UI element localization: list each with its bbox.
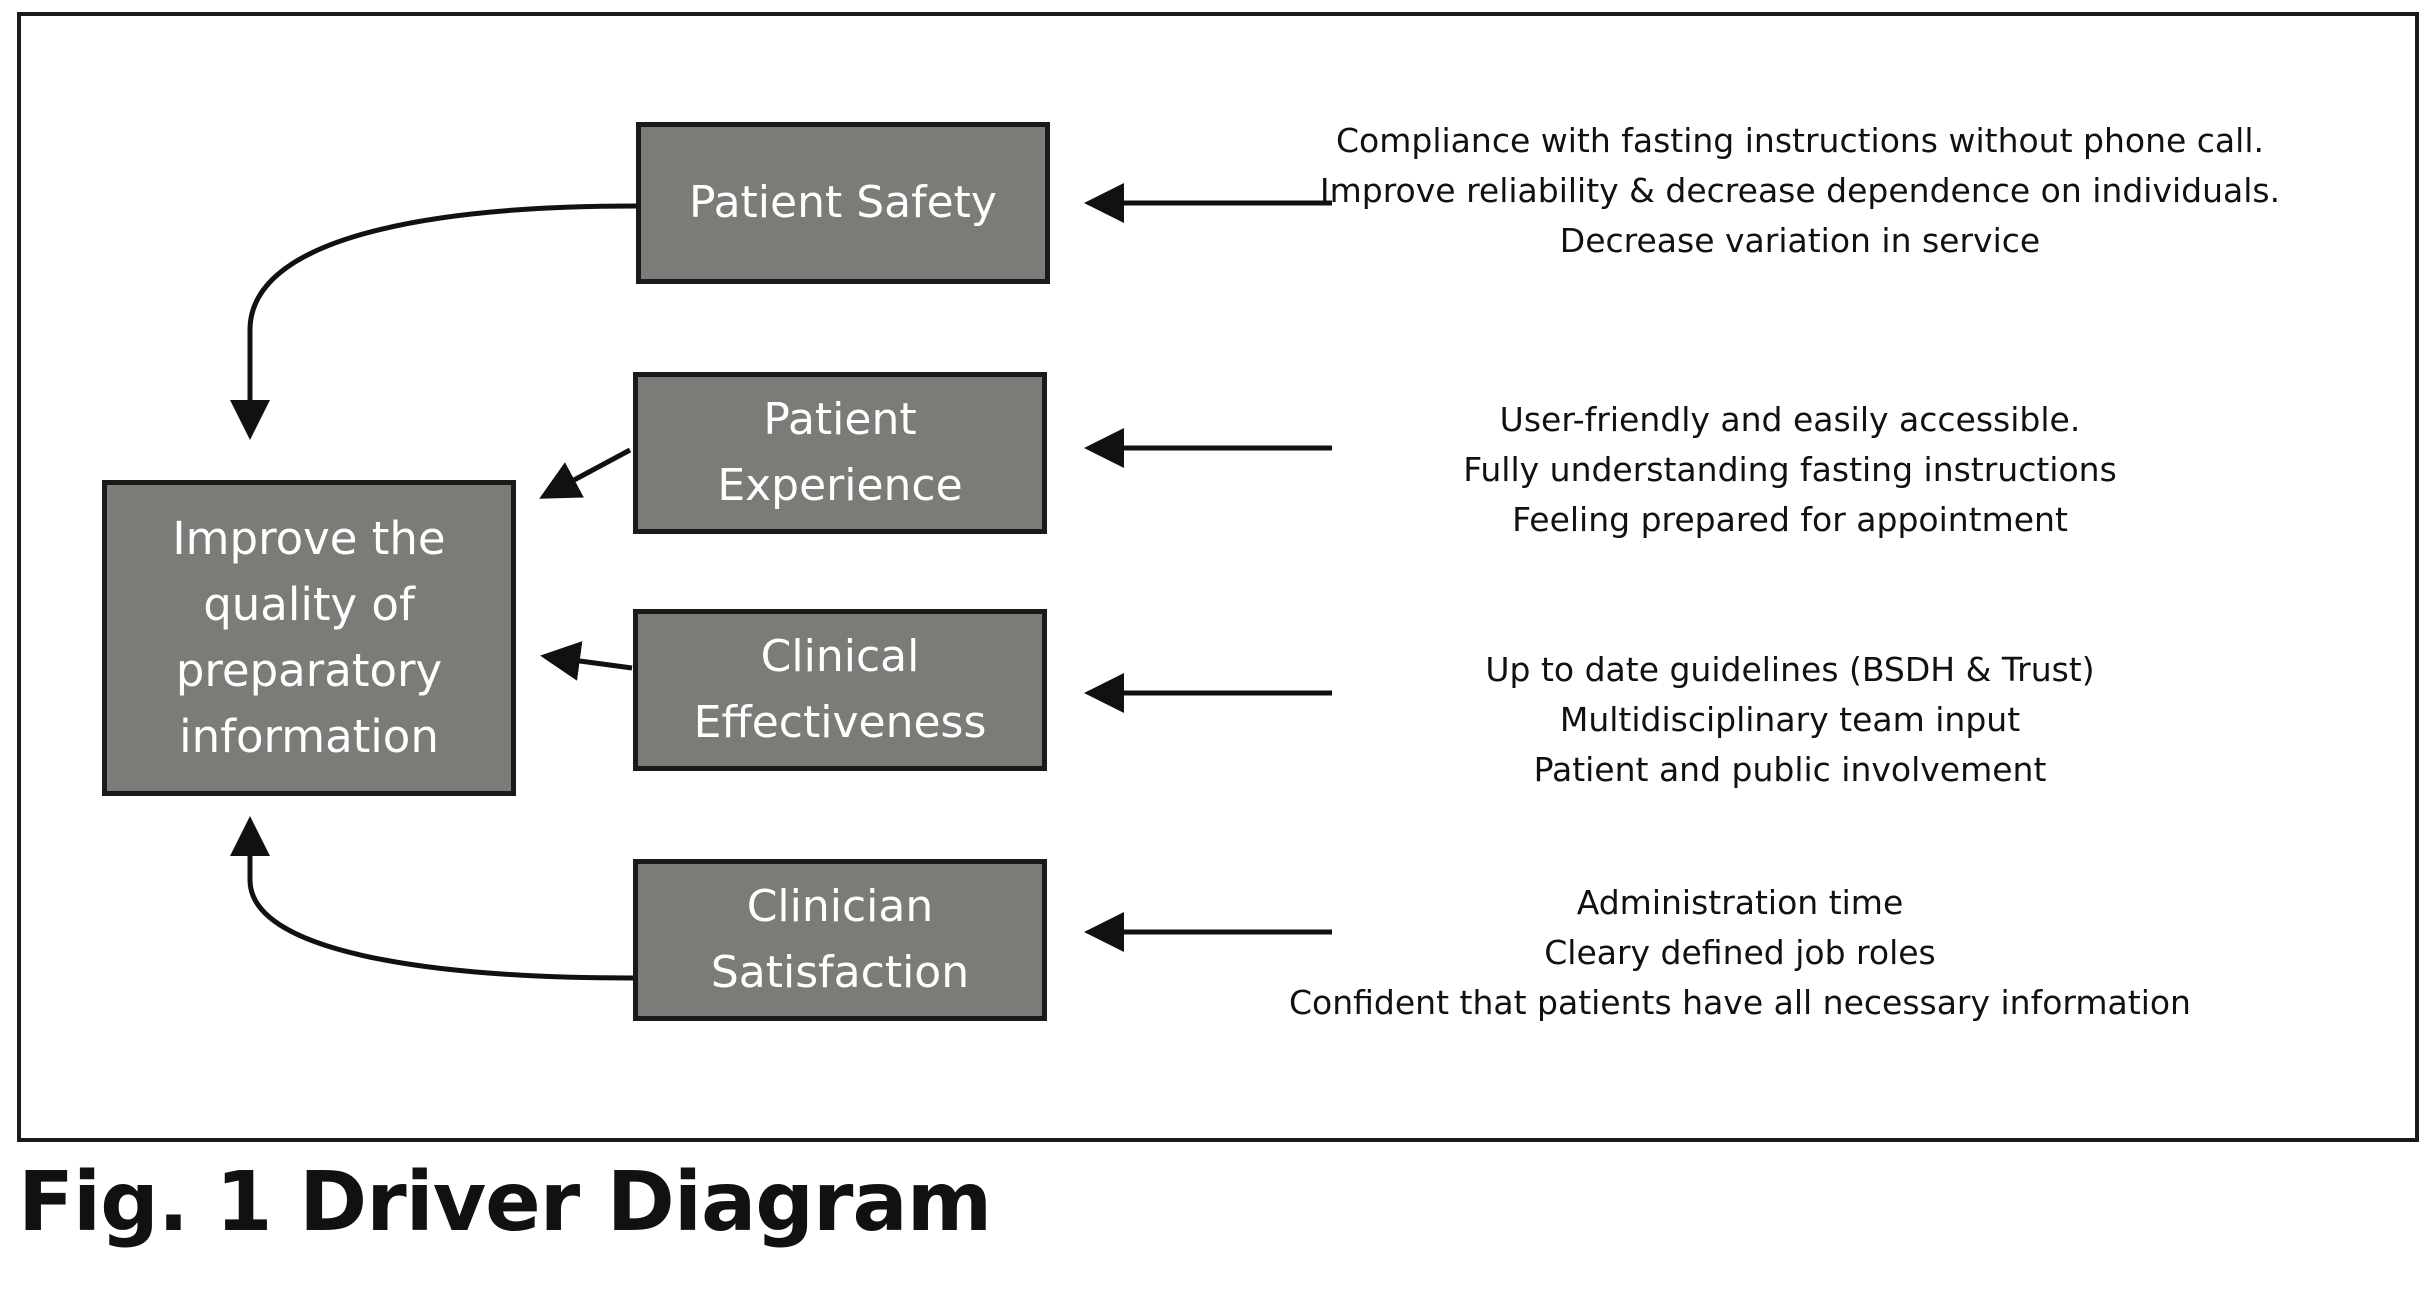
reason-text: Improve reliability & decrease dependenc…: [1319, 171, 2281, 210]
reason-text: Administration time: [1576, 883, 1904, 922]
reason-text: Fully understanding fasting instructions: [1463, 450, 2117, 489]
driver-label: Clinician Satisfaction: [710, 881, 970, 998]
reasons-clinician-satisfaction: Administration time Cleary defined job r…: [1280, 878, 2200, 1028]
driver-label: Clinical Effectiveness: [693, 631, 987, 748]
arrow-patient-experience-to-outcome: [539, 447, 632, 499]
driver-label: Patient Safety: [689, 177, 997, 228]
figure-caption: Fig. 1 Driver Diagram: [18, 1155, 992, 1250]
reason-text: Feeling prepared for appointment: [1512, 500, 2068, 539]
arrow-clinical-effectiveness-to-outcome: [540, 641, 633, 681]
reason-text: Cleary defined job roles: [1544, 933, 1936, 972]
outcome-label: Improve the quality of preparatory infor…: [172, 512, 446, 763]
arrow-patient-safety-to-outcome: [230, 203, 637, 440]
reason-text: Patient and public involvement: [1533, 750, 2047, 789]
reasons-patient-experience: User-friendly and easily accessible. Ful…: [1380, 395, 2200, 545]
reason-text: Up to date guidelines (BSDH & Trust): [1485, 650, 2095, 689]
reasons-patient-safety: Compliance with fasting instructions wit…: [1300, 116, 2300, 266]
reason-text: User-friendly and easily accessible.: [1499, 400, 2081, 439]
reason-text: Compliance with fasting instructions wit…: [1336, 121, 2264, 160]
reason-text: Decrease variation in service: [1559, 221, 2041, 260]
arrow-clinician-satisfaction-to-outcome: [230, 816, 634, 981]
reasons-clinical-effectiveness: Up to date guidelines (BSDH & Trust) Mul…: [1400, 645, 2180, 795]
driver-box-clinical-effectiveness: Clinical Effectiveness: [633, 609, 1047, 771]
driver-box-patient-experience: Patient Experience: [633, 372, 1047, 534]
driver-label: Patient Experience: [717, 394, 963, 511]
reason-text: Multidisciplinary team input: [1559, 700, 2021, 739]
outcome-box: Improve the quality of preparatory infor…: [102, 480, 516, 796]
reason-text: Confident that patients have all necessa…: [1289, 983, 2191, 1022]
driver-box-patient-safety: Patient Safety: [636, 122, 1050, 284]
driver-box-clinician-satisfaction: Clinician Satisfaction: [633, 859, 1047, 1021]
